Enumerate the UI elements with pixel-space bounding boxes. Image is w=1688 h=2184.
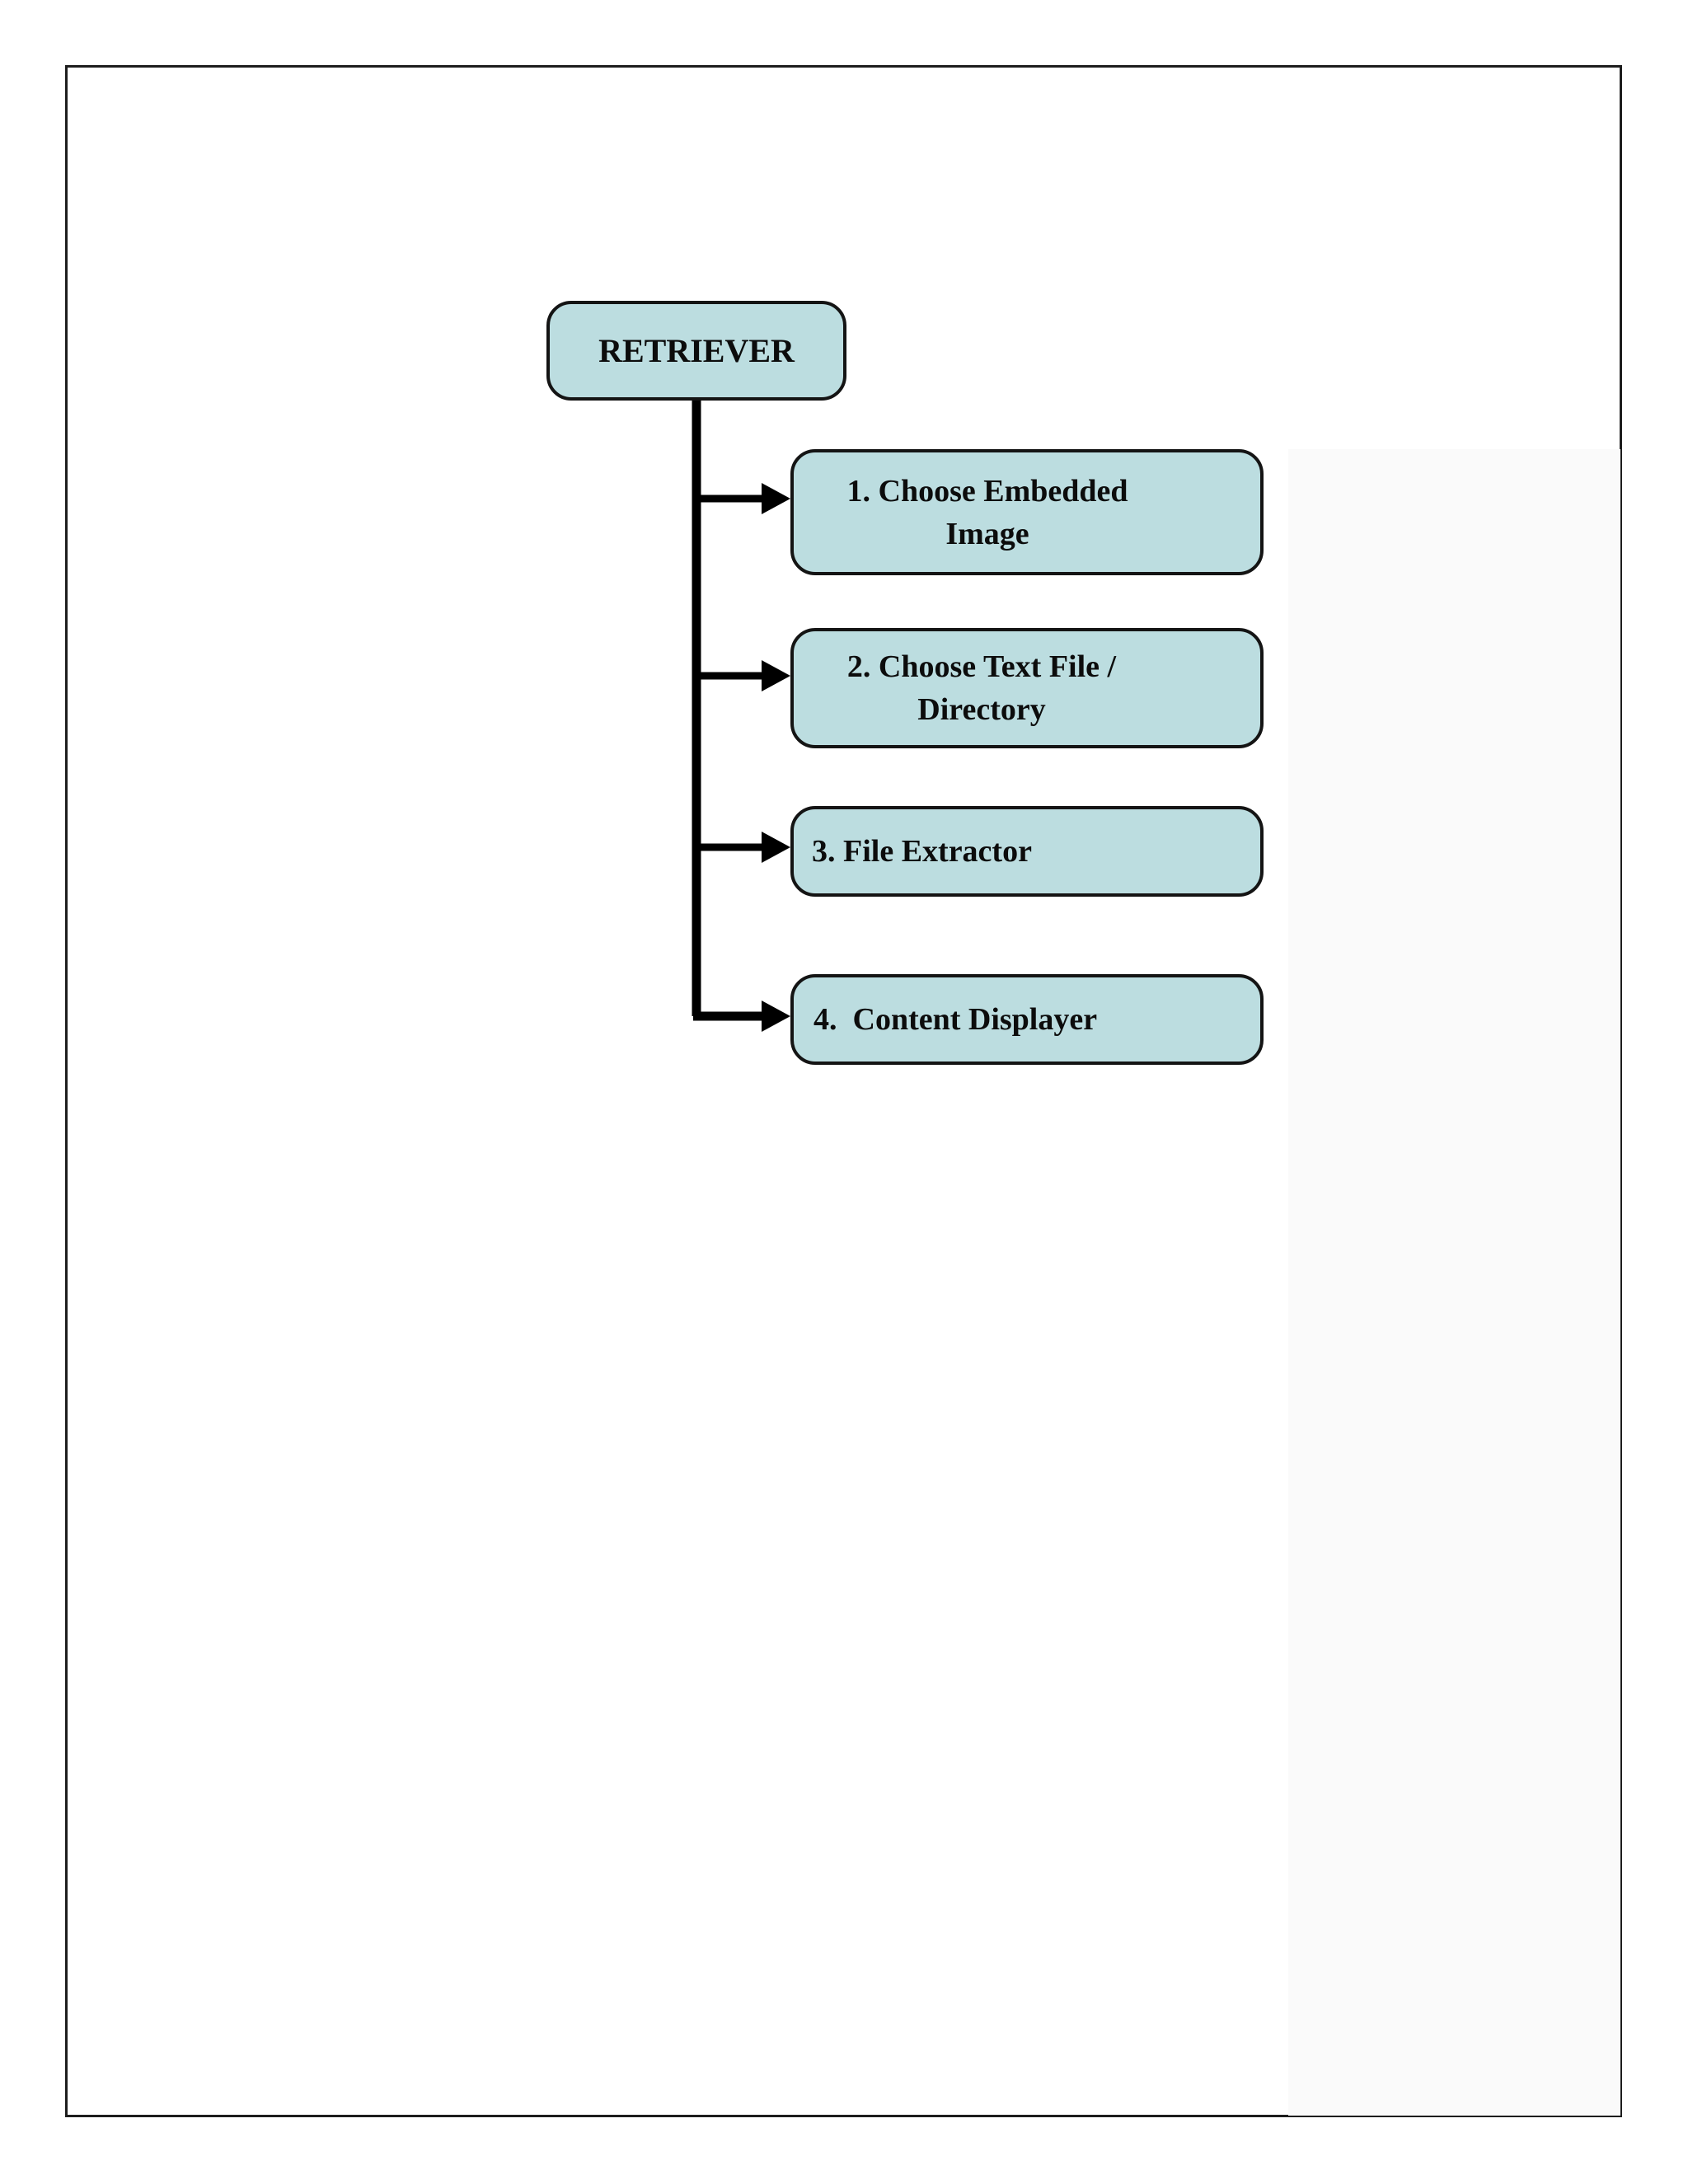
scan-shading [1288,449,1620,2116]
node-choose-text-file-directory: 2. Choose Text File / Directory [790,628,1264,748]
node-choose-embedded-image-label: 1. Choose Embedded Image [846,473,1128,551]
node-content-displayer: 4. Content Displayer [790,974,1264,1065]
node-retriever: RETRIEVER [546,301,846,401]
node-choose-embedded-image: 1. Choose Embedded Image [790,449,1264,575]
node-file-extractor-label: 3. File Extractor [812,834,1032,869]
node-choose-text-file-directory-label: 2. Choose Text File / Directory [846,649,1117,727]
page-border [65,65,1622,2117]
node-content-displayer-label: 4. Content Displayer [814,1002,1098,1037]
node-retriever-label: RETRIEVER [598,332,795,369]
node-file-extractor: 3. File Extractor [790,806,1264,897]
